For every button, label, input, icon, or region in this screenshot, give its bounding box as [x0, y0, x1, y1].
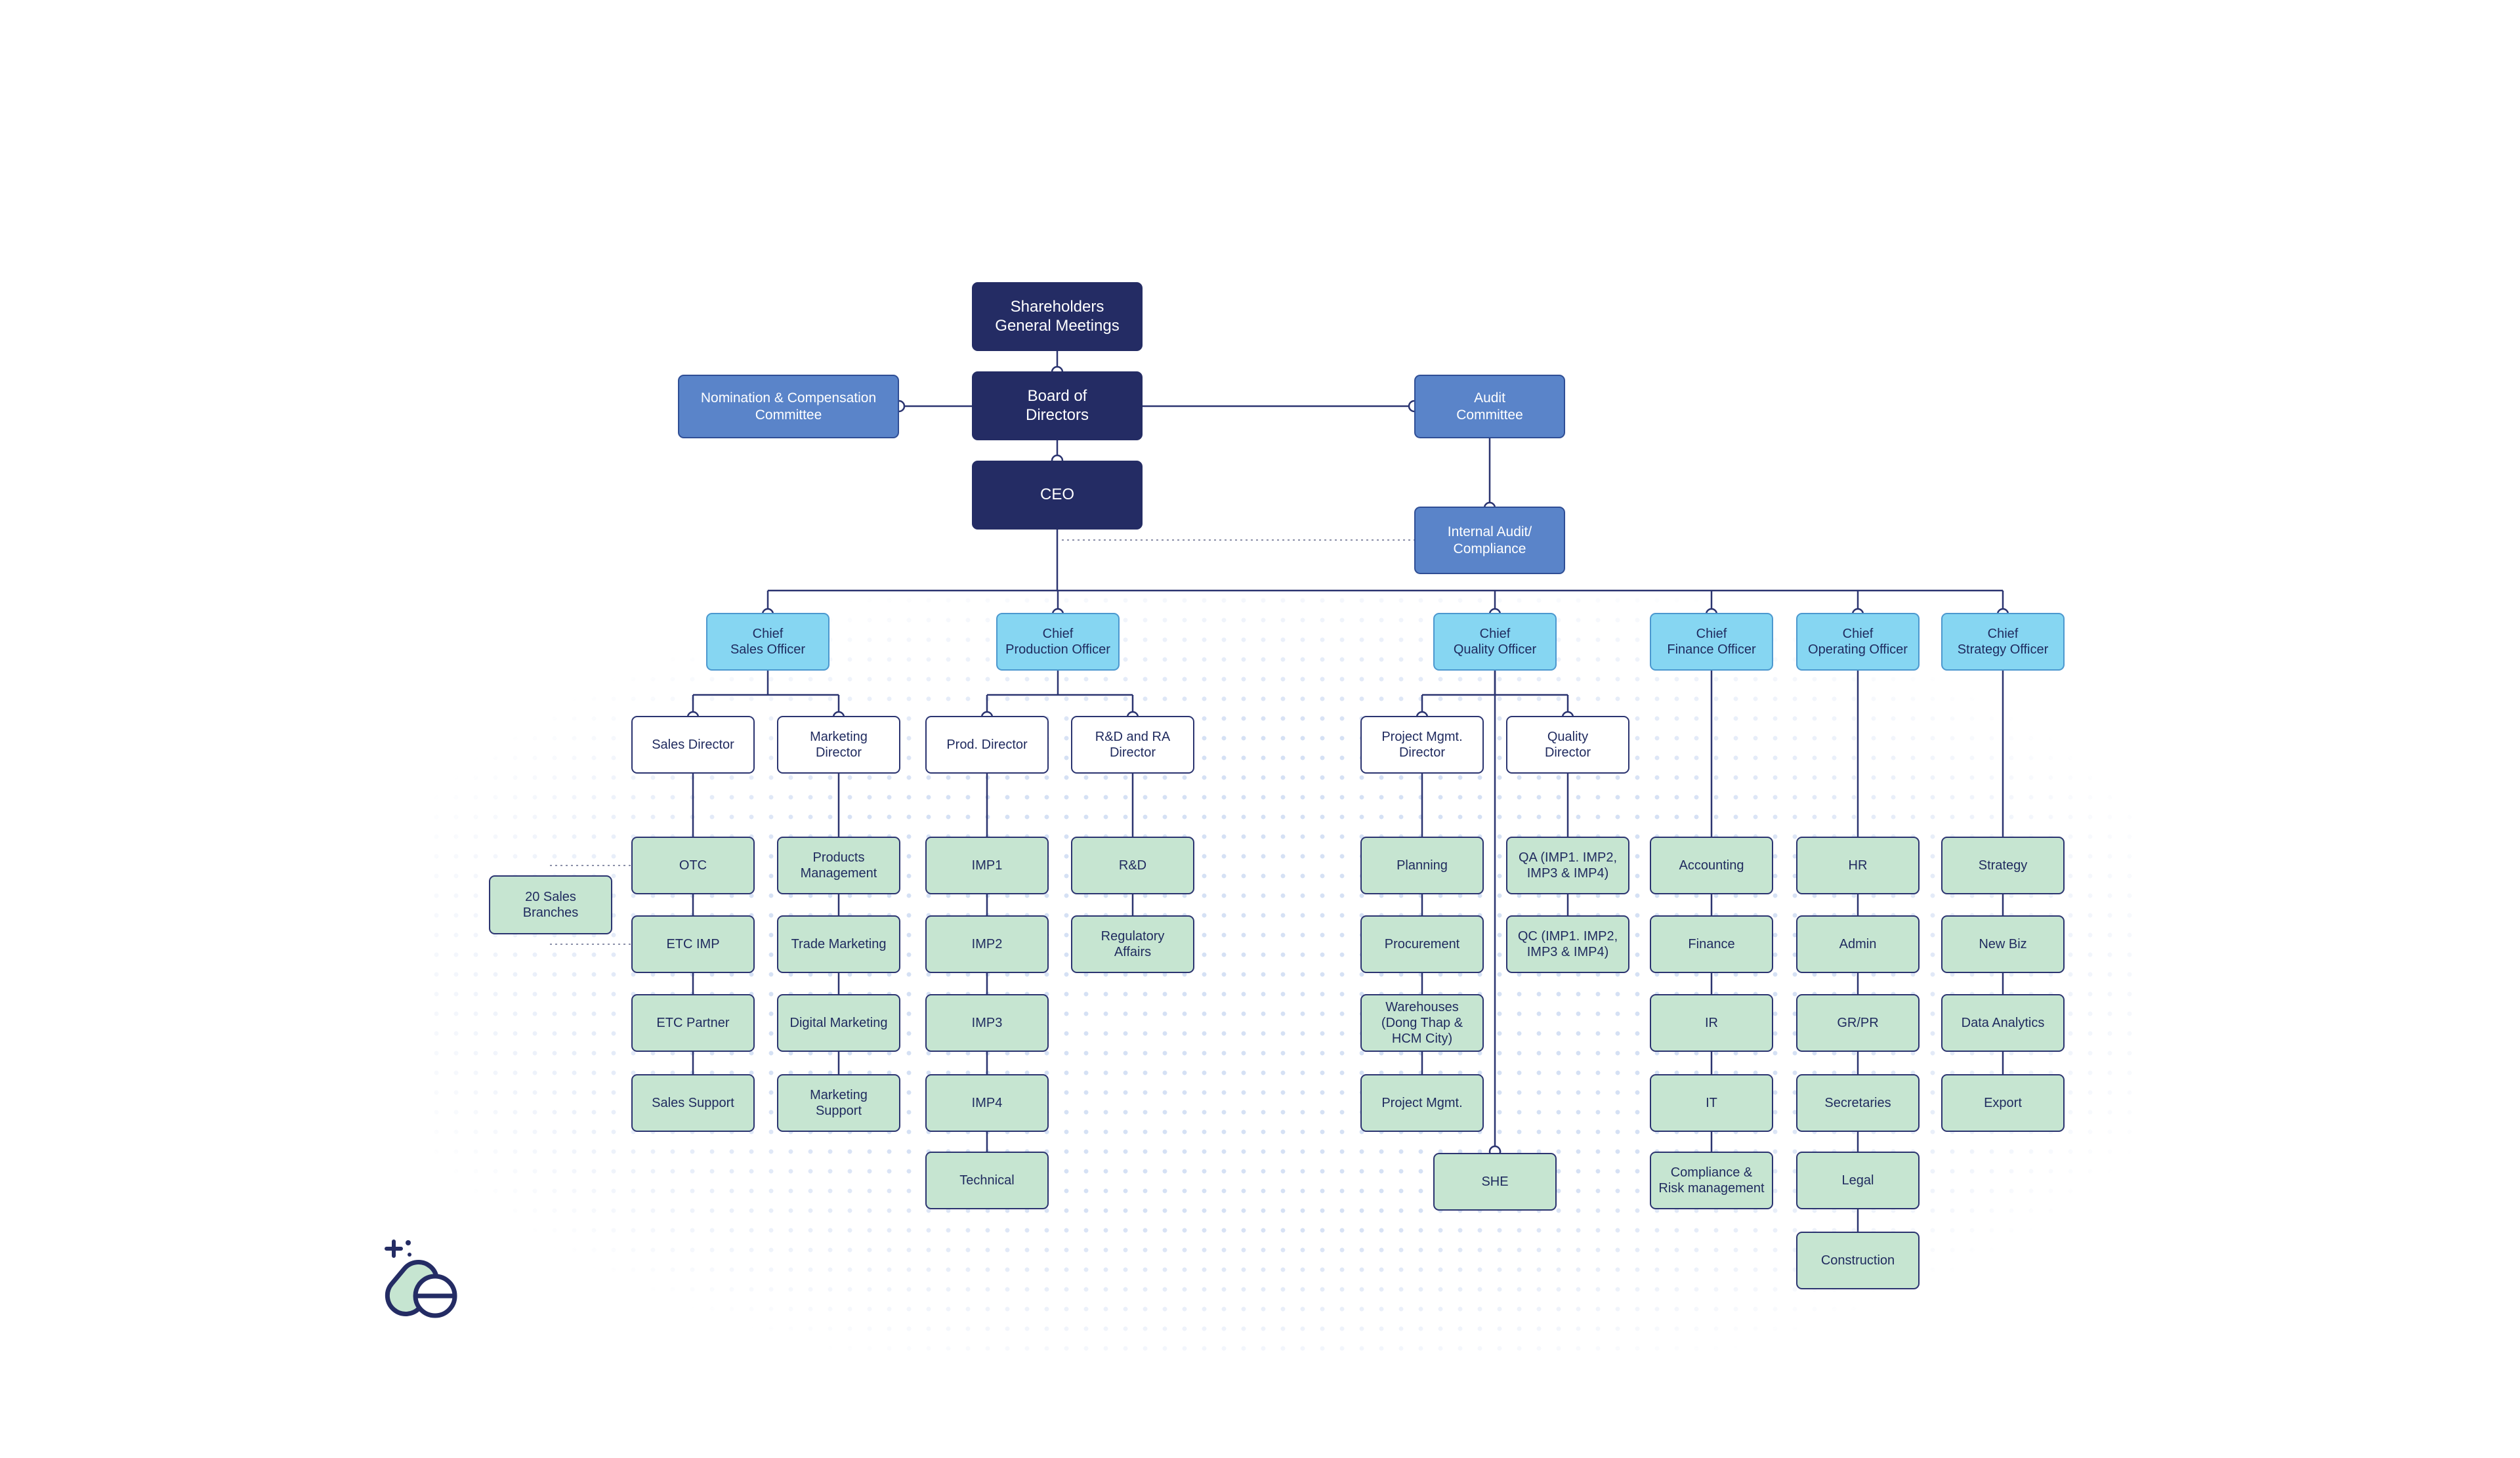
- chief-production-officer-box: Chief Production Officer: [996, 613, 1120, 671]
- strategy-unit-1: Strategy: [1941, 837, 2065, 894]
- project-mgmt-director-box: Project Mgmt. Director: [1360, 716, 1484, 774]
- operating-unit-2: Admin: [1796, 915, 1920, 973]
- marketing-director-box: Marketing Director: [777, 716, 900, 774]
- quality-unit-1: QA (IMP1. IMP2, IMP3 & IMP4): [1506, 837, 1629, 894]
- nomination-committee-box: Nomination & Compensation Committee: [678, 375, 899, 438]
- sales-branches-box: 20 Sales Branches: [489, 875, 612, 934]
- finance-unit-2: Finance: [1650, 915, 1773, 973]
- operating-unit-5: Legal: [1796, 1152, 1920, 1209]
- sales-unit-2: ETC IMP: [631, 915, 755, 973]
- finance-unit-5: Compliance & Risk management: [1650, 1152, 1773, 1209]
- project-unit-4: Project Mgmt.: [1360, 1074, 1484, 1132]
- sales-director-box: Sales Director: [631, 716, 755, 774]
- strategy-unit-4: Export: [1941, 1074, 2065, 1132]
- production-unit-4: IMP4: [925, 1074, 1049, 1132]
- shareholders-box: Shareholders General Meetings: [972, 282, 1143, 351]
- chief-finance-officer-box: Chief Finance Officer: [1650, 613, 1773, 671]
- marketing-unit-2: Trade Marketing: [777, 915, 900, 973]
- prod-director-box: Prod. Director: [925, 716, 1049, 774]
- board-box: Board of Directors: [972, 371, 1143, 440]
- operating-unit-3: GR/PR: [1796, 994, 1920, 1052]
- finance-unit-3: IR: [1650, 994, 1773, 1052]
- operating-unit-1: HR: [1796, 837, 1920, 894]
- quality-director-box: Quality Director: [1506, 716, 1629, 774]
- production-unit-3: IMP3: [925, 994, 1049, 1052]
- project-unit-1: Planning: [1360, 837, 1484, 894]
- strategy-unit-2: New Biz: [1941, 915, 2065, 973]
- rd-unit-2: Regulatory Affairs: [1071, 915, 1194, 973]
- chief-sales-officer-box: Chief Sales Officer: [706, 613, 830, 671]
- internal-audit-box: Internal Audit/ Compliance: [1414, 507, 1565, 574]
- audit-committee-box: Audit Committee: [1414, 375, 1565, 438]
- production-unit-2: IMP2: [925, 915, 1049, 973]
- project-unit-3: Warehouses (Dong Thap & HCM City): [1360, 994, 1484, 1052]
- operating-unit-4: Secretaries: [1796, 1074, 1920, 1132]
- rd-ra-director-box: R&D and RA Director: [1071, 716, 1194, 774]
- marketing-unit-1: Products Management: [777, 837, 900, 894]
- quality-unit-2: QC (IMP1. IMP2, IMP3 & IMP4): [1506, 915, 1629, 973]
- operating-unit-6: Construction: [1796, 1232, 1920, 1289]
- marketing-unit-4: Marketing Support: [777, 1074, 900, 1132]
- she-unit-box: SHE: [1433, 1153, 1557, 1211]
- production-unit-1: IMP1: [925, 837, 1049, 894]
- finance-unit-1: Accounting: [1650, 837, 1773, 894]
- ceo-box: CEO: [972, 461, 1143, 530]
- sales-unit-1: OTC: [631, 837, 755, 894]
- strategy-unit-3: Data Analytics: [1941, 994, 2065, 1052]
- rd-unit-1: R&D: [1071, 837, 1194, 894]
- chief-quality-officer-box: Chief Quality Officer: [1433, 613, 1557, 671]
- project-unit-2: Procurement: [1360, 915, 1484, 973]
- production-unit-5: Technical: [925, 1152, 1049, 1209]
- marketing-unit-3: Digital Marketing: [777, 994, 900, 1052]
- pills-logo-icon: [385, 1239, 457, 1318]
- sales-unit-3: ETC Partner: [631, 994, 755, 1052]
- chief-strategy-officer-box: Chief Strategy Officer: [1941, 613, 2065, 671]
- finance-unit-4: IT: [1650, 1074, 1773, 1132]
- sales-unit-4: Sales Support: [631, 1074, 755, 1132]
- chief-operating-officer-box: Chief Operating Officer: [1796, 613, 1920, 671]
